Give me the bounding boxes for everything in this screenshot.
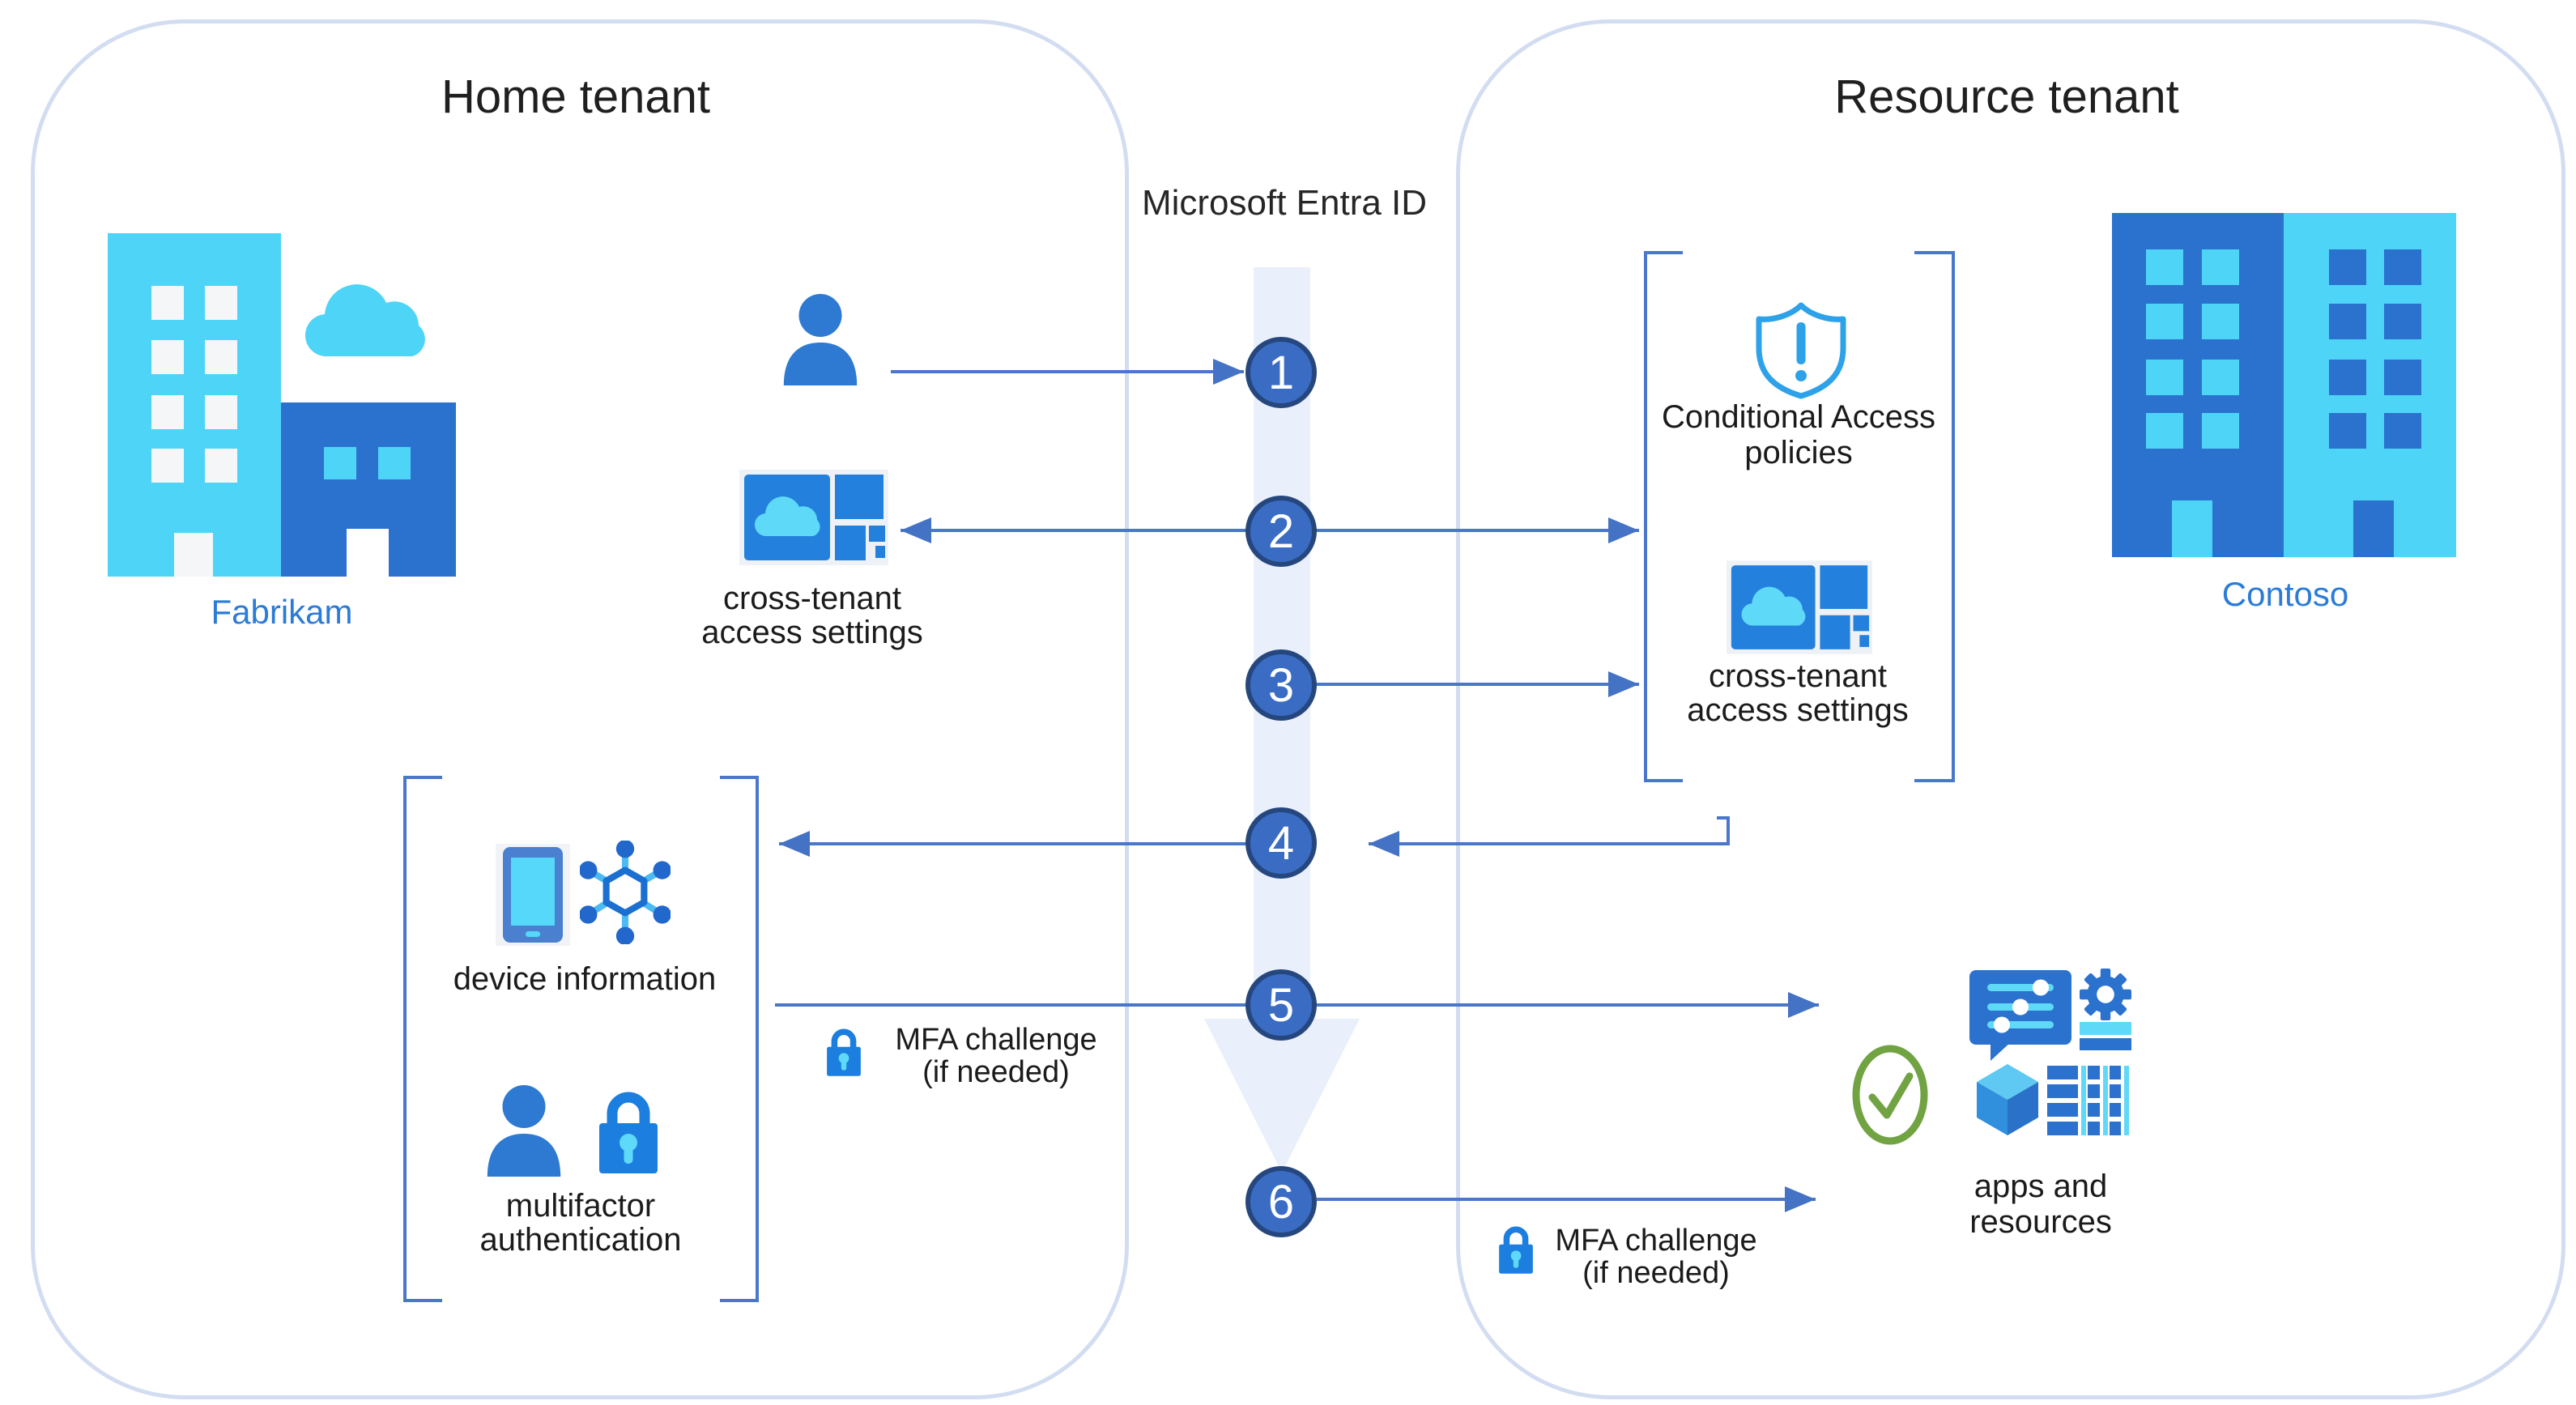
- resource-mfa-challenge-lock-icon: [1492, 1220, 1539, 1278]
- network-icon: [580, 841, 671, 944]
- step-circle-4: 4: [1245, 807, 1317, 879]
- arrowhead-step2-left-icon: [901, 517, 931, 543]
- step-circle-2: 2: [1245, 496, 1317, 567]
- gear-icon: [2080, 969, 2131, 1020]
- layers-bar-cyan-icon: [2080, 1022, 2131, 1035]
- contoso-building-icon: [2112, 213, 2456, 557]
- resource-bracket-stub: [1914, 251, 1953, 254]
- table-icon: [2046, 1066, 2131, 1135]
- arrowhead-step3-right-icon: [1608, 671, 1639, 697]
- line-step6: [1317, 1198, 1816, 1201]
- resource-bracket-stub: [1914, 779, 1953, 782]
- home-mfa-challenge-line2: (if needed): [922, 1055, 1070, 1089]
- multifactor-label-line2: authentication: [479, 1222, 682, 1258]
- step-circle-3: 3: [1245, 649, 1317, 721]
- arrowhead-step1-right-icon: [1213, 359, 1244, 385]
- apps-resources-label-line1: apps and: [1974, 1169, 2108, 1204]
- resource-cross-tenant-label-line1: cross-tenant: [1708, 658, 1888, 694]
- resource-cross-tenant-icon: [1727, 560, 1872, 654]
- arrowhead-step4-mid-icon: [1369, 831, 1399, 857]
- cube-icon: [1976, 1064, 2039, 1135]
- home-cross-tenant-label-line2: access settings: [701, 615, 923, 650]
- home-mfa-challenge-line1: MFA challenge: [895, 1023, 1097, 1057]
- home-bracket-left: [403, 776, 407, 1302]
- resource-bracket-stub: [1644, 251, 1683, 254]
- home-cross-tenant-icon: [739, 470, 888, 565]
- home-bracket-stub: [403, 1299, 442, 1302]
- home-bracket-right: [756, 776, 759, 1302]
- home-mfa-challenge-lock-icon: [820, 1022, 867, 1080]
- home-bracket-stub: [720, 1299, 759, 1302]
- entra-id-title: Microsoft Entra ID: [1141, 183, 1428, 223]
- home-bracket-stub: [720, 776, 759, 779]
- mfa-lock-icon: [588, 1082, 669, 1179]
- line-step4-cap: [1717, 816, 1730, 820]
- conditional-access-label-line2: policies: [1744, 435, 1853, 470]
- home-tenant-title: Home tenant: [441, 70, 711, 123]
- layers-bar-blue-icon: [2080, 1038, 2131, 1050]
- mfa-user-icon: [483, 1085, 564, 1177]
- resource-tenant-title: Resource tenant: [1834, 70, 2179, 123]
- multifactor-label-line1: multifactor: [505, 1188, 656, 1224]
- arrowhead-step6-right-icon: [1785, 1186, 1816, 1212]
- contoso-label: Contoso: [2221, 575, 2349, 613]
- resource-bracket-stub: [1644, 779, 1683, 782]
- line-step4-right: [1369, 842, 1730, 845]
- device-information-label: device information: [453, 961, 717, 997]
- fabrikam-label: Fabrikam: [211, 593, 353, 631]
- resource-mfa-challenge-line2: (if needed): [1582, 1256, 1730, 1290]
- resource-cross-tenant-label-line2: access settings: [1687, 692, 1909, 728]
- apps-bubble-icon: [1969, 970, 2071, 1061]
- resource-mfa-challenge-line1: MFA challenge: [1555, 1224, 1757, 1258]
- phone-icon: [496, 842, 570, 947]
- resource-bracket-right: [1952, 251, 1955, 782]
- step-circle-6: 6: [1245, 1166, 1317, 1237]
- home-cross-tenant-label-line1: cross-tenant: [722, 581, 902, 616]
- step-circle-1: 1: [1245, 337, 1317, 408]
- arrowhead-step2-right-icon: [1608, 517, 1639, 543]
- step-circle-5: 5: [1245, 969, 1317, 1041]
- conditional-access-shield-icon: [1754, 301, 1848, 400]
- conditional-access-label-line1: Conditional Access: [1662, 399, 1935, 435]
- arrowhead-step5-right-icon: [1788, 992, 1819, 1018]
- flow-band-arrowhead-icon: [1204, 1019, 1360, 1173]
- apps-resources-label-line2: resources: [1969, 1204, 2112, 1240]
- line-step4-drop: [1727, 816, 1730, 845]
- check-circle-icon: [1851, 1043, 1929, 1147]
- resource-bracket-left: [1644, 251, 1647, 782]
- user-icon: [780, 294, 861, 385]
- home-bracket-stub: [403, 776, 442, 779]
- arrowhead-step4-left-icon: [779, 831, 810, 857]
- fabrikam-building-icon: [108, 233, 456, 577]
- line-step4-left: [779, 842, 1245, 845]
- line-step1: [891, 370, 1244, 373]
- line-step3: [1317, 683, 1639, 686]
